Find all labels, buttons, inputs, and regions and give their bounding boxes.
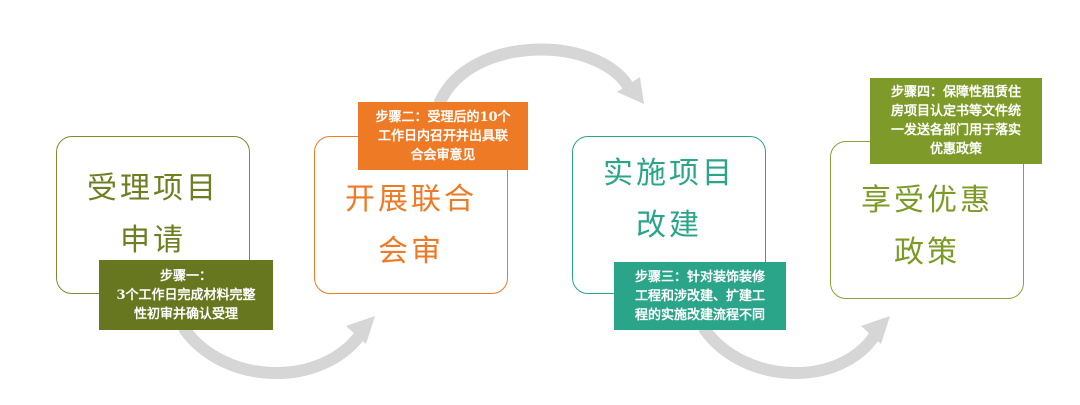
step-2-note: 步骤二：受理后的10个 工作日内召开并出具联 合会审意见 — [358, 102, 528, 170]
step-4-note-line-1: 步骤四：保障性租赁住 — [890, 85, 1021, 100]
step-4-note-line-2: 房项目认定书等文件统 — [890, 104, 1021, 119]
step-4-note-line-3: 一发送各部门用于落实 — [890, 123, 1021, 138]
step-1-note: 步骤一： 3个工作日完成材料完整 性初审并确认受理 — [99, 260, 273, 330]
step-1-title-line-2: 申请 — [120, 223, 186, 258]
step-box-4: 享受优惠 政策 — [830, 141, 1024, 299]
flow-arrow-3-to-4 — [699, 324, 881, 379]
flow-arrow-1-to-2-head — [346, 316, 375, 344]
flow-arrow-3-to-4-head — [861, 316, 890, 344]
step-3-note-line-1: 步骤三：针对装饰装修 — [634, 269, 765, 285]
step-3-note-line-2: 工程和涉改建、扩建工 — [634, 288, 765, 304]
step-4-note: 步骤四：保障性租赁住 房项目认定书等文件统 一发送各部门用于落实 优惠政策 — [870, 78, 1042, 164]
flow-arrow-2-to-3-head — [617, 77, 644, 104]
step-4-title-line-2: 政策 — [894, 235, 960, 270]
step-1-title-line-1: 受理项目 — [87, 171, 219, 206]
step-4-note-line-4: 优惠政策 — [929, 142, 982, 157]
flow-arrow-2-to-3 — [434, 43, 634, 108]
step-4-title-line-1: 享受优惠 — [861, 183, 993, 218]
step-2-note-line-1: 步骤二：受理后的10个 — [375, 109, 511, 125]
step-3-title-line-1: 实施项目 — [603, 156, 735, 191]
step-1-note-line-2: 3个工作日完成材料完整 — [116, 287, 256, 303]
step-2-note-line-2: 工作日内召开并出具联 — [377, 128, 508, 144]
step-1-note-line-3: 性初审并确认受理 — [133, 306, 238, 322]
flow-arrow-1-to-2 — [179, 324, 366, 379]
step-3-note: 步骤三：针对装饰装修 工程和涉改建、扩建工 程的实施改建流程不同 — [614, 262, 786, 330]
step-3-note-line-3: 程的实施改建流程不同 — [634, 307, 765, 323]
step-2-title-line-2: 会审 — [378, 234, 444, 269]
step-2-note-line-3: 合会审意见 — [410, 147, 476, 163]
step-2-title-line-1: 开展联合 — [345, 182, 477, 217]
step-3-title-line-2: 改建 — [636, 208, 702, 243]
step-1-note-line-1: 步骤一： — [159, 268, 212, 284]
